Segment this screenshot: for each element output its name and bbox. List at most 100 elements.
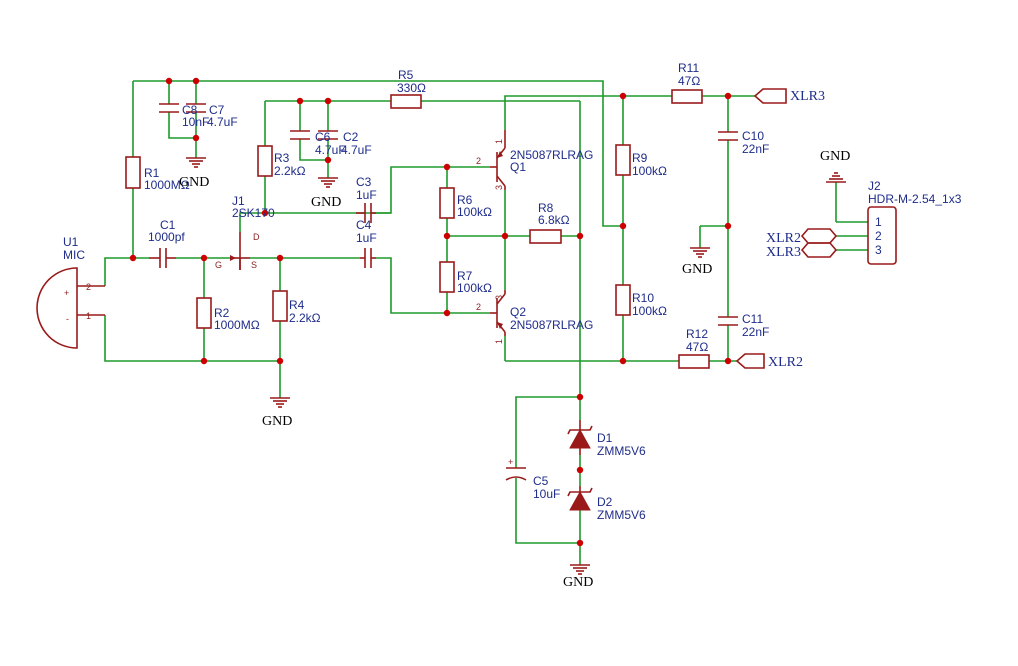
resistor-r3-body[interactable]: [257, 145, 273, 177]
r4-ref: R4: [289, 298, 305, 312]
mic-plus-mark: +: [64, 288, 69, 298]
jfet-j1[interactable]: G D S: [215, 232, 260, 270]
r2-ref: R2: [214, 306, 230, 320]
ground-icon: [318, 177, 338, 188]
capacitor-c8[interactable]: [159, 103, 179, 113]
c8-ref: C8: [182, 103, 198, 117]
junctions: [129, 77, 732, 547]
j1-ref: J1: [232, 194, 245, 208]
c7-value: 4.7uF: [207, 115, 238, 129]
q1-value: 2N5087RLRAG: [510, 148, 593, 162]
resistor-r5-body[interactable]: [390, 94, 422, 109]
gnd-label: GND: [820, 149, 850, 164]
header-j2[interactable]: 1 2 3: [867, 206, 897, 265]
capacitor-c4[interactable]: [360, 248, 376, 268]
c2-value: 4.7uF: [341, 143, 372, 157]
j2-pin2: 2: [875, 229, 882, 243]
r1-ref: R1: [144, 166, 160, 180]
r6-value: 100kΩ: [457, 205, 492, 219]
c5-ref: C5: [533, 474, 549, 488]
xlr3-flag-icon[interactable]: [753, 88, 787, 104]
capacitors: +: [149, 103, 738, 481]
junction-dot: [724, 222, 732, 230]
ground-icon: [826, 172, 846, 183]
j1-gate-pin: G: [215, 260, 222, 270]
zener-d1[interactable]: [567, 420, 593, 455]
r5-ref: R5: [398, 68, 414, 82]
junction-dot: [443, 309, 451, 317]
c11-value: 22nF: [742, 325, 769, 339]
resistor-r8-body[interactable]: [529, 229, 562, 244]
r7-ref: R7: [457, 269, 473, 283]
junction-dot: [576, 539, 584, 547]
junction-dot: [576, 232, 584, 240]
xlr3-header-label: XLR3: [766, 245, 801, 260]
zener-diodes: [567, 420, 593, 511]
resistor-r7-body[interactable]: [439, 261, 455, 293]
xlr2-label: XLR2: [768, 355, 803, 370]
junction-dot: [619, 222, 627, 230]
xlr3-label: XLR3: [790, 89, 825, 104]
capacitor-c6[interactable]: [290, 130, 310, 140]
junction-dot: [324, 97, 332, 105]
q2-value: 2N5087RLRAG: [510, 318, 593, 332]
xlr2-flag-icon[interactable]: [735, 353, 765, 369]
r8-ref: R8: [538, 201, 554, 215]
junction-dot: [576, 466, 584, 474]
xlr2-header-flag-icon[interactable]: [800, 228, 838, 244]
ground-symbols: [186, 157, 846, 575]
capacitor-c5[interactable]: +: [505, 457, 527, 481]
r4-value: 2.2kΩ: [289, 311, 321, 325]
junction-dot: [724, 92, 732, 100]
r6-ref: R6: [457, 193, 473, 207]
resistor-r1-body[interactable]: [125, 156, 141, 189]
resistors: [125, 89, 710, 369]
mic-minus-mark: -: [66, 314, 69, 324]
d1-ref: D1: [597, 431, 613, 445]
c10-ref: C10: [742, 129, 764, 143]
gnd-label: GND: [262, 414, 292, 429]
junction-dot: [576, 393, 584, 401]
microphone-u1[interactable]: + - 2 1: [36, 267, 105, 349]
resistor-r6-body[interactable]: [439, 187, 455, 219]
gnd-label: GND: [563, 575, 593, 590]
resistor-r9-body[interactable]: [615, 144, 631, 176]
c11-ref: C11: [742, 312, 763, 326]
resistor-r2-body[interactable]: [196, 297, 212, 329]
junction-dot: [192, 134, 200, 142]
r3-ref: R3: [274, 151, 290, 165]
q2-ref: Q2: [510, 305, 526, 319]
ground-icon: [690, 247, 710, 258]
junction-dot: [296, 97, 304, 105]
transistor-q2[interactable]: 3 2 1: [476, 290, 506, 344]
xlr3-header-flag-icon[interactable]: [800, 242, 838, 258]
resistor-r11-body[interactable]: [671, 89, 703, 104]
transistor-q1[interactable]: 1 2 3: [476, 130, 506, 190]
capacitor-c2[interactable]: [318, 130, 338, 140]
capacitor-c10[interactable]: [718, 131, 738, 141]
zener-d2[interactable]: [567, 486, 593, 511]
u1-value: MIC: [63, 248, 85, 262]
c5-value: 10uF: [533, 487, 560, 501]
r5-value: 330Ω: [397, 81, 426, 95]
c5-plus-mark: +: [508, 457, 513, 467]
ground-icon: [270, 397, 290, 408]
resistor-r4-body[interactable]: [272, 290, 288, 322]
junction-dot: [501, 232, 509, 240]
resistor-r12-body[interactable]: [678, 354, 710, 369]
r9-ref: R9: [632, 151, 648, 165]
resistor-r10-body[interactable]: [615, 284, 631, 316]
junction-dot: [276, 254, 284, 262]
u1-ref: U1: [63, 235, 79, 249]
gnd-label: GND: [311, 195, 341, 210]
q1-pin1: 1: [494, 139, 504, 144]
capacitor-c7[interactable]: [186, 103, 206, 113]
capacitor-c1[interactable]: [149, 248, 176, 268]
r9-value: 100kΩ: [632, 164, 667, 178]
j1-value: 2SK170: [232, 206, 275, 220]
capacitor-c11[interactable]: [718, 316, 738, 326]
c3-value: 1uF: [356, 188, 377, 202]
q2-pin1: 1: [494, 339, 504, 344]
capacitor-c3[interactable]: [356, 203, 376, 223]
c2-ref: C2: [343, 130, 359, 144]
